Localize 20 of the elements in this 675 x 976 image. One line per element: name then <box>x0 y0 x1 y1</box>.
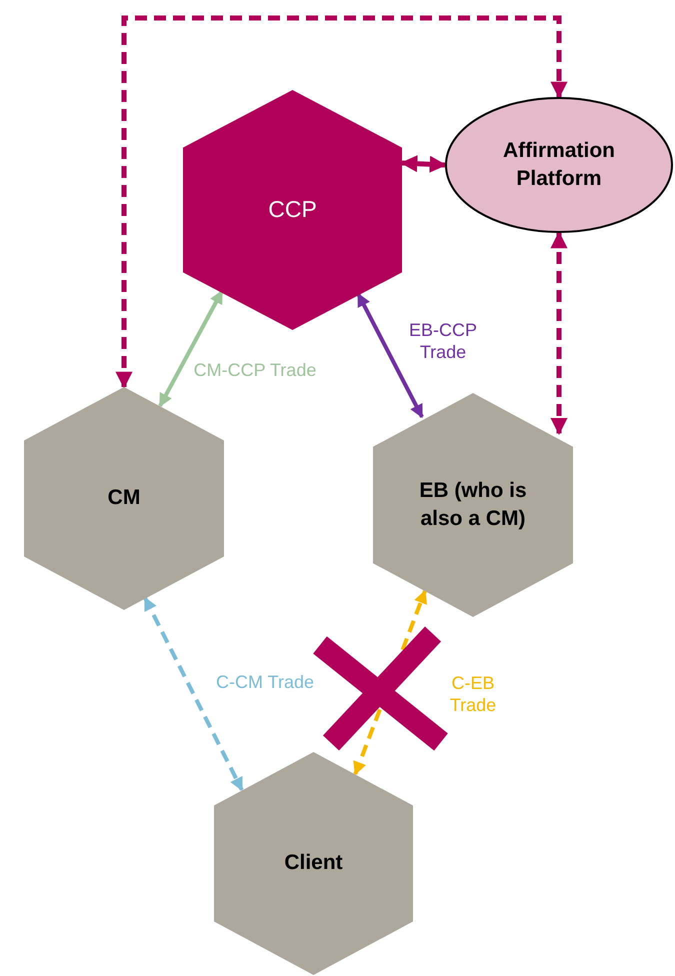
node-label: Client <box>284 850 343 876</box>
node-label: EB (who is also a CM) <box>418 478 528 532</box>
dashed-arrow <box>550 231 568 436</box>
edge-label: C-CM Trade <box>214 672 315 694</box>
node-label: Affirmation Platform <box>502 138 616 192</box>
dashed-arrow <box>143 596 244 792</box>
node-label: CCP <box>268 195 317 224</box>
arrow <box>158 290 224 408</box>
arrow <box>400 155 447 173</box>
arrow <box>356 292 424 418</box>
hexagon-node <box>373 393 573 617</box>
dashed-arrow <box>116 16 568 389</box>
hexagon-node <box>214 752 413 975</box>
edge-label: C-EB Trade <box>448 673 498 716</box>
hexagon-node <box>24 387 224 610</box>
edge-label: EB-CCP Trade <box>408 320 478 364</box>
hexagon-node <box>183 90 402 330</box>
node-label: CM <box>108 485 140 512</box>
edge-label: CM-CCP Trade <box>192 360 318 382</box>
ellipse-node <box>445 97 673 233</box>
